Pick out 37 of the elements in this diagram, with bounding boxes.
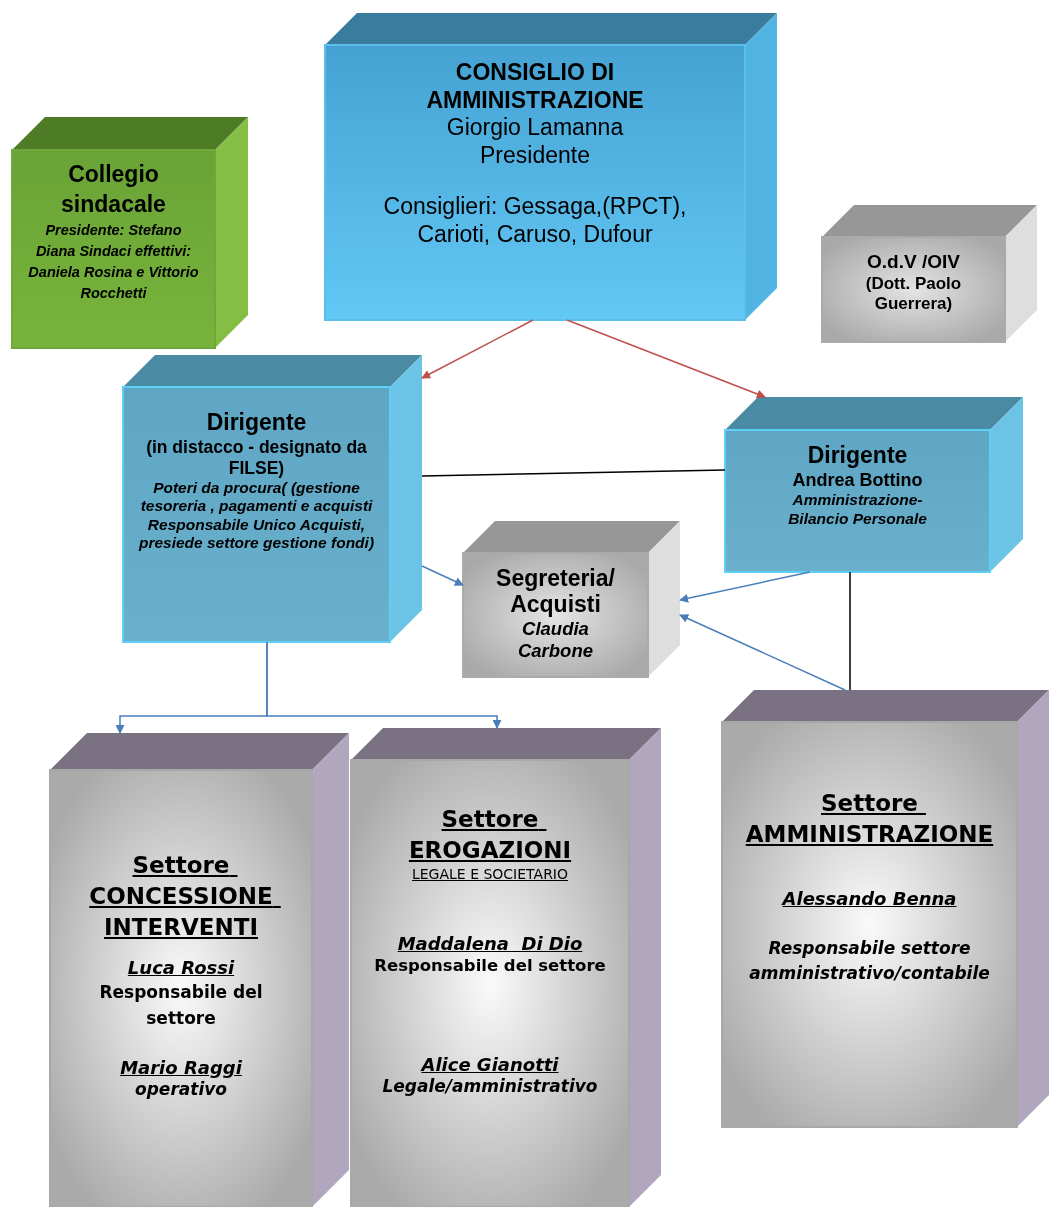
box-text: Alice Gianotti xyxy=(421,1054,559,1076)
box-text: Legale/amministrativo xyxy=(382,1075,598,1097)
box-text: Responsabile del settore xyxy=(98,980,264,1031)
box-text: Luca Rossi xyxy=(127,957,235,979)
box-heading: Dirigente xyxy=(206,409,307,437)
arrow xyxy=(566,319,766,399)
box-heading: CONSIGLIO DI AMMINISTRAZIONE xyxy=(425,59,645,115)
box-text: Andrea Bottino xyxy=(792,469,923,492)
box-heading: Settore CONCESSIONE INTERVENTI xyxy=(88,851,274,943)
box-text: operativo xyxy=(135,1079,227,1100)
box-text: Amministrazione- Bilancio Personale xyxy=(787,491,928,529)
box-text: Consiglieri: Gessaga,(RPCT), Carioti, Caruso, Dufour xyxy=(382,193,688,249)
box-text: Giorgio Lamanna Presidente xyxy=(445,114,625,170)
box-heading: Segreteria/ Acquisti xyxy=(495,565,616,618)
box-heading: Dirigente xyxy=(807,442,908,470)
box-text: Responsabile settore amministrativo/contabile xyxy=(748,936,991,986)
box-text: Mario Raggi xyxy=(120,1057,242,1079)
connector-line xyxy=(849,571,851,691)
box-text: Alessando Benna xyxy=(782,888,957,910)
box-text: (in distacco - designato da FILSE) xyxy=(145,436,368,479)
box-text: Responsabile del settore xyxy=(374,956,606,977)
box-text: LEGALE E SOCIETARIO xyxy=(411,866,568,883)
box-text: (Dott. Paolo Guerrera) xyxy=(864,273,963,315)
box-heading: O.d.V /OIV xyxy=(867,251,960,274)
arrow xyxy=(266,641,502,729)
arrow xyxy=(679,614,846,691)
box-heading: Collegio sindacale xyxy=(60,160,167,219)
box-text: Presidente: Stefano Diana Sindaci effettivi: Daniela Rosina e Vittorio Rocchetti xyxy=(27,220,200,303)
box-heading: Settore EROGAZIONI xyxy=(407,805,573,866)
arrow xyxy=(421,319,534,379)
box-heading: Settore AMMINISTRAZIONE xyxy=(744,789,995,850)
arrow xyxy=(421,565,464,586)
arrow xyxy=(679,571,811,603)
box-text: Maddalena Di Dio xyxy=(397,932,583,955)
connector-line xyxy=(421,469,726,477)
box-text: Poteri da procura( (gestione tesoreria , pagamenti e acquisti Responsabile Unico Acquisti, presiede settore gestione fondi) xyxy=(137,478,376,553)
box-text: Claudia Carbone xyxy=(516,617,594,663)
